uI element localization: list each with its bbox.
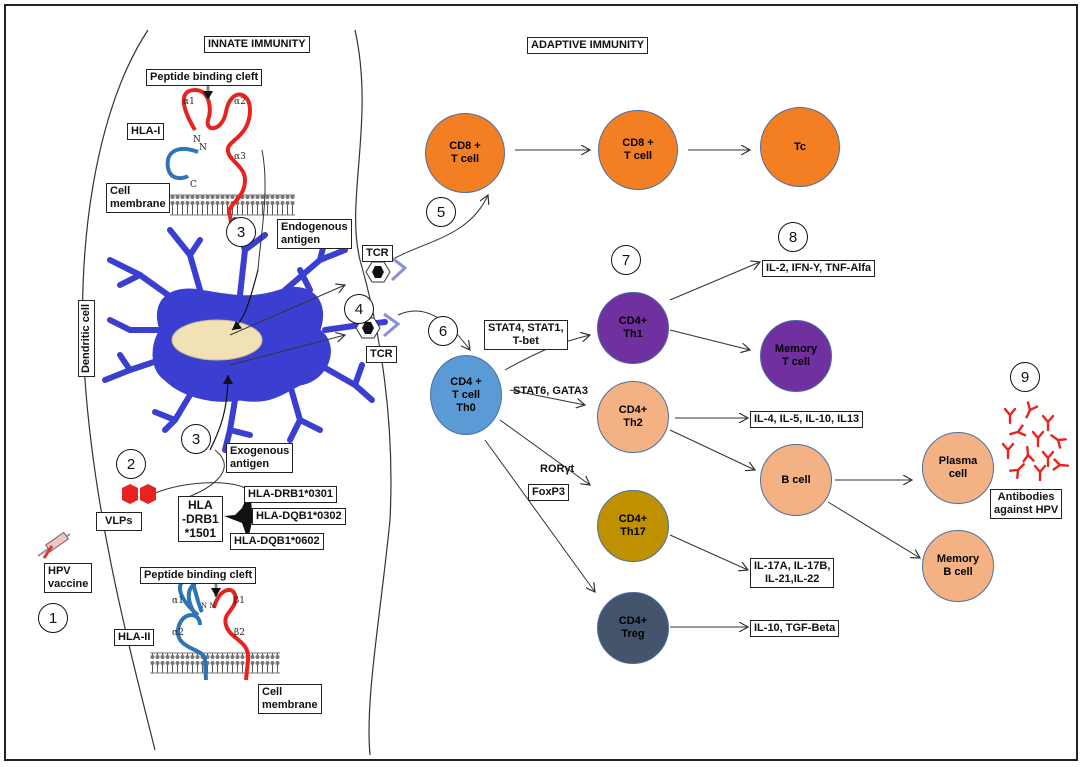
th1-factors-label: STAT4, STAT1, T-bet — [484, 320, 568, 350]
cd4-th1-cell: CD4+ Th1 — [597, 292, 669, 364]
hla1-n-terminus-1: N — [193, 135, 201, 145]
step-7: 7 — [611, 245, 641, 275]
step-3-exogenous: 3 — [181, 424, 211, 454]
cd4-treg-cell: CD4+ Treg — [597, 592, 669, 664]
vlp-particles — [122, 484, 156, 504]
central-cell-membrane — [354, 29, 392, 756]
memory-t-cell: Memory T cell — [760, 320, 832, 392]
step-4: 4 — [344, 294, 374, 324]
allele-dqb1-0302: HLA-DQB1*0302 — [252, 508, 346, 525]
hla1-alpha1: α1 — [183, 97, 195, 107]
hla2-membrane-label: Cell membrane — [258, 684, 322, 714]
antibody-icon — [1052, 458, 1070, 471]
adaptive-immunity-title: ADAPTIVE IMMUNITY — [527, 37, 649, 54]
step-1: 1 — [38, 603, 68, 633]
dendritic-nucleus — [171, 319, 263, 361]
step-6: 6 — [428, 316, 458, 346]
allele-dqb1-0602: HLA-DQB1*0602 — [230, 533, 324, 550]
hpv-vaccine-label: HPV vaccine — [44, 563, 93, 593]
antibody-icon — [1033, 464, 1047, 482]
hla2-cleft-label: Peptide binding cleft — [140, 567, 257, 584]
th17-cytokines-label: IL-17A, IL-17B, IL-21,IL-22 — [750, 558, 835, 588]
hla2-label: HLA-II — [114, 629, 155, 646]
hla1-membrane-label: Cell membrane — [106, 183, 170, 213]
hla2-beta1: β1 — [234, 596, 245, 606]
hla-star-shape — [224, 490, 270, 540]
step-2: 2 — [116, 449, 146, 479]
antibody-icon — [1009, 463, 1025, 479]
hla2-alpha-upper — [186, 583, 198, 617]
hla1-label: HLA-I — [127, 123, 165, 140]
innate-immunity-title: INNATE IMMUNITY — [204, 36, 310, 53]
tcr-complex-top — [365, 256, 408, 283]
step-5: 5 — [426, 197, 456, 227]
antibody-icon — [1009, 424, 1027, 437]
treg-cytokines-label: IL-10, TGF-Beta — [750, 620, 840, 637]
antibody-icon — [1041, 414, 1055, 432]
hla1-beta2m — [165, 147, 199, 181]
hla2-n-termini: N N — [201, 602, 216, 610]
allele-drb1-0301: HLA-DRB1*0301 — [244, 486, 337, 503]
hla2-membrane-bilayer — [150, 653, 280, 673]
antibody-icon — [1022, 445, 1035, 463]
antibody-icon — [1003, 407, 1017, 425]
left-cell-membrane — [81, 29, 156, 751]
th1-cytokines-label: IL-2, IFN-Y, TNF-Alfa — [762, 260, 876, 277]
tc-cell: Tc — [760, 107, 840, 187]
vlps-label: VLPs — [96, 512, 142, 531]
th2-cytokines-label: IL-4, IL-5, IL-10, IL13 — [750, 411, 864, 428]
b-cell: B cell — [760, 444, 832, 516]
step-8: 8 — [778, 222, 808, 252]
hla2-beta2: β2 — [234, 628, 245, 638]
figure-frame — [4, 4, 1078, 761]
hla1-cleft-label: Peptide binding cleft — [146, 69, 263, 86]
antibody-icon — [1050, 434, 1067, 449]
antibody-cluster — [1001, 401, 1070, 482]
plasma-cell: Plasma cell — [922, 432, 994, 504]
tcr-label-bottom: TCR — [366, 346, 397, 363]
allele-drb1-1501: HLA -DRB1 *1501 — [178, 496, 223, 542]
antibody-icon — [1001, 442, 1015, 460]
antibodies-label: Antibodies against HPV — [990, 489, 1063, 519]
dendritic-cell-label: Dendritic cell — [78, 299, 96, 378]
endogenous-antigen-label: Endogenous antigen — [277, 219, 352, 249]
step-9: 9 — [1010, 362, 1040, 392]
tcr-label-top: TCR — [362, 245, 393, 262]
th17-factor-label: RORγt — [540, 463, 575, 475]
antibody-icon — [1031, 430, 1045, 448]
hpv-syringe — [37, 531, 71, 559]
hla1-n-terminus-2: N — [199, 143, 207, 153]
cd4-th2-cell: CD4+ Th2 — [597, 381, 669, 453]
hla1-c-terminus-1: C — [190, 180, 197, 190]
exogenous-antigen-label: Exogenous antigen — [226, 443, 294, 473]
th2-factors-label: STAT6, GATA3 — [513, 385, 588, 397]
hla1-heavy-chain — [181, 87, 253, 233]
memory-b-cell: Memory B cell — [922, 530, 994, 602]
hla2-beta-chain — [212, 587, 251, 681]
antibody-icon — [1025, 401, 1039, 419]
hla2-alpha1: α1 — [172, 596, 184, 606]
cd8-t-cell-1: CD8 + T cell — [425, 113, 505, 193]
cd8-t-cell-2: CD8 + T cell — [598, 110, 678, 190]
cd4-th17-cell: CD4+ Th17 — [597, 490, 669, 562]
cd4-th0-cell: CD4 + T cell Th0 — [430, 355, 502, 435]
hla1-alpha2: α2 — [234, 97, 246, 107]
step-3-endogenous: 3 — [226, 217, 256, 247]
antibody-icon — [1041, 450, 1055, 468]
hla2-alpha2: α2 — [172, 628, 184, 638]
hla1-alpha3: α3 — [234, 152, 246, 162]
treg-factor-label: FoxP3 — [528, 484, 570, 501]
